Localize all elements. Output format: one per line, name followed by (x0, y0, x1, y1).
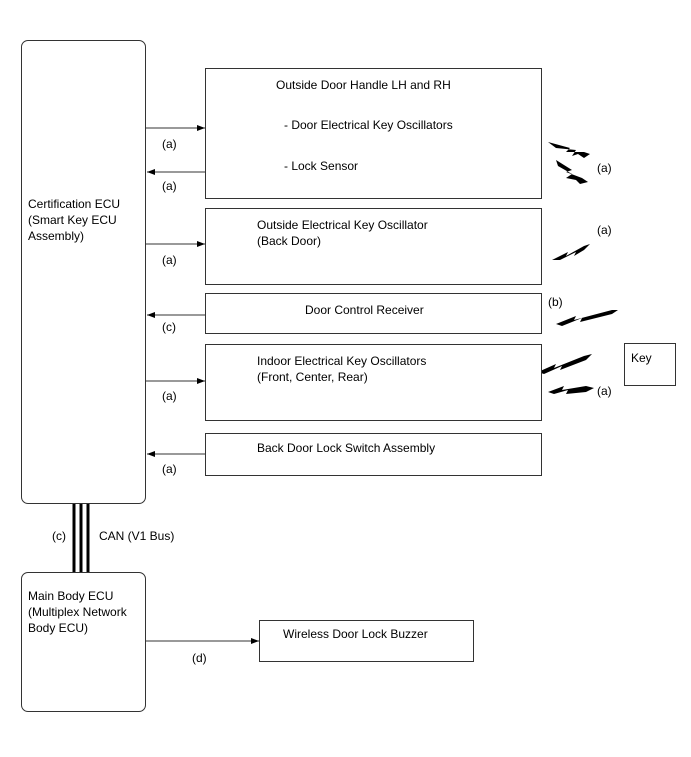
tag-a-door-handle-bolt: (a) (597, 161, 612, 175)
can-bus-lines (72, 504, 90, 572)
buzzer-block (259, 620, 474, 662)
key-label: Key (631, 351, 652, 365)
outside-oscillator-block (205, 208, 542, 285)
door-control-receiver-block (205, 293, 542, 334)
bolt-icon-receiver (556, 310, 618, 326)
bolt-icon-door-handle-upper (548, 142, 590, 158)
tag-a-outside-bolt: (a) (597, 223, 612, 237)
back-door-switch-label: Back Door Lock Switch Assembly (257, 441, 436, 455)
key-block (624, 343, 676, 386)
door-handle-item-lock-sensor: - Lock Sensor (284, 159, 359, 173)
door-handle-block (205, 68, 542, 199)
can-bus-label: CAN (V1 Bus) (99, 529, 175, 543)
door-handle-title: Outside Door Handle LH and RH (276, 78, 451, 92)
can-bus-tag: (c) (52, 529, 66, 543)
tag-a-door-handle-in: (a) (162, 179, 177, 193)
main-body-ecu-label: Main Body ECU (Multiplex Network Body EC… (28, 589, 127, 635)
door-handle-item-oscillators: - Door Electrical Key Oscillators (284, 118, 453, 132)
bolt-icon-indoor-upper (538, 354, 592, 374)
bolt-icon-indoor-lower (548, 386, 594, 394)
door-control-receiver-label: Door Control Receiver (305, 303, 424, 317)
certification-ecu-label: Certification ECU (Smart Key ECU Assembl… (28, 197, 121, 243)
main-body-ecu-block (21, 572, 146, 712)
tag-a-outside-oscillator: (a) (162, 253, 177, 267)
tag-a-back-door-switch: (a) (162, 462, 177, 476)
back-door-switch-block (205, 433, 542, 476)
indoor-oscillators-block (205, 344, 542, 421)
bolt-icon-door-handle-lower (556, 160, 588, 184)
bolt-icon-outside-oscillator (552, 244, 590, 260)
outside-oscillator-label: Outside Electrical Key Oscillator (Back … (257, 218, 428, 248)
tag-b-receiver-bolt: (b) (548, 295, 563, 309)
tag-a-indoor-bolt: (a) (597, 384, 612, 398)
certification-ecu-block (21, 40, 146, 504)
buzzer-label: Wireless Door Lock Buzzer (283, 627, 428, 641)
tag-d-buzzer: (d) (192, 651, 207, 665)
tag-a-door-handle-out: (a) (162, 137, 177, 151)
tag-a-indoor: (a) (162, 389, 177, 403)
tag-c-receiver: (c) (162, 320, 176, 334)
indoor-oscillators-label: Indoor Electrical Key Oscillators (Front… (257, 354, 427, 384)
